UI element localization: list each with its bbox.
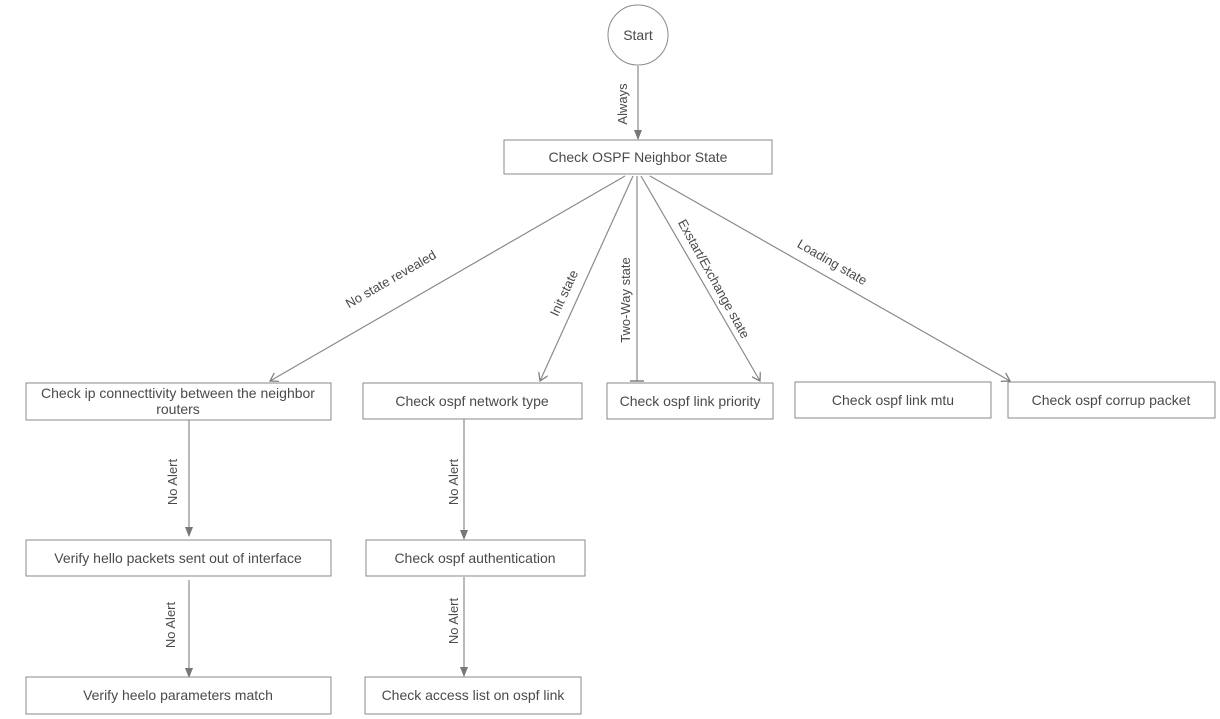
edge-label-two-way-state: Two-Way state — [618, 257, 633, 342]
edge-label-no-alert: No Alert — [163, 601, 178, 648]
edge-label-no-state-revealed: No state revealed — [343, 247, 439, 311]
node-start[interactable]: Start — [607, 4, 669, 66]
edge-label-init-state: Init state — [547, 268, 581, 319]
edge-label-always: Always — [615, 83, 630, 125]
node-label: Check ospf link mtu — [832, 392, 954, 408]
node-check-neighbor-state[interactable]: Check OSPF Neighbor State — [503, 139, 773, 175]
node-check-access-list[interactable]: Check access list on ospf link — [364, 676, 582, 715]
node-label: Start — [623, 27, 653, 43]
node-check-authentication[interactable]: Check ospf authentication — [365, 539, 586, 577]
node-check-link-mtu[interactable]: Check ospf link mtu — [794, 381, 992, 419]
edge-exstart-exchange-state: Exstart/Exchange state — [640, 175, 760, 381]
edge-label-no-alert: No Alert — [446, 458, 461, 505]
edge-two-way-state: Two-Way state — [618, 176, 644, 382]
node-label: Check ospf link priority — [620, 393, 761, 409]
edge-no-alert-2: No Alert — [163, 580, 193, 678]
node-check-link-priority[interactable]: Check ospf link priority — [606, 382, 774, 420]
node-label: Verify hello packets sent out of interfa… — [54, 550, 302, 566]
node-label: Verify heelo parameters match — [83, 687, 273, 703]
edge-always: Always — [615, 66, 642, 140]
node-verify-hello-packets[interactable]: Verify hello packets sent out of interfa… — [25, 539, 332, 577]
node-label-line1: Check ip connecttivity between the neigh… — [41, 385, 315, 401]
node-check-network-type[interactable]: Check ospf network type — [362, 382, 583, 420]
edge-no-alert-1: No Alert — [165, 400, 193, 537]
node-label: Check ospf corrup packet — [1032, 392, 1191, 408]
edge-no-alert-3: No Alert — [446, 402, 468, 540]
edge-label-exstart-exchange-state: Exstart/Exchange state — [675, 217, 753, 341]
node-check-ip-connectivity[interactable]: Check ip connecttivity between the neigh… — [25, 382, 332, 421]
node-label: Check OSPF Neighbor State — [549, 149, 728, 165]
edge-no-alert-4: No Alert — [446, 577, 468, 677]
node-verify-heelo-parameters[interactable]: Verify heelo parameters match — [25, 676, 332, 715]
edge-label-no-alert: No Alert — [165, 458, 180, 505]
node-check-corrup-packet[interactable]: Check ospf corrup packet — [1007, 381, 1216, 419]
node-label: Check access list on ospf link — [382, 687, 566, 703]
node-label-line2: routers — [156, 401, 200, 417]
node-label: Check ospf network type — [395, 393, 549, 409]
edge-loading-state: Loading state — [649, 175, 1010, 381]
node-label: Check ospf authentication — [394, 550, 555, 566]
edge-label-no-alert: No Alert — [446, 597, 461, 644]
